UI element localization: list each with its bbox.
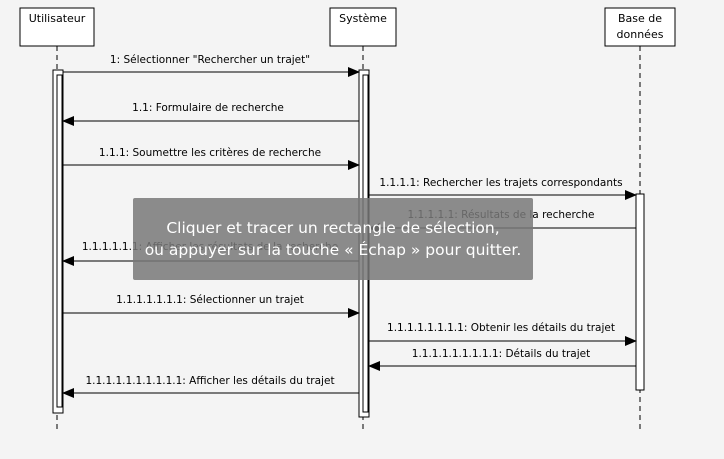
message-1-1-1-1: 1.1.1.1: Rechercher les trajets correspo…: [369, 177, 637, 200]
message-1-1-label: 1.1: Formulaire de recherche: [132, 102, 284, 114]
message-1-1-1-1-1-1-1-1-1-label: 1.1.1.1.1.1.1.1.1: Détails du trajet: [412, 348, 590, 360]
message-1-1-1-1-1-1-1-1: 1.1.1.1.1.1.1.1: Obtenir les détails du …: [369, 322, 637, 346]
message-1-1: 1.1: Formulaire de recherche: [62, 102, 359, 126]
message-1-1-1-1-1-1-1-1-1-1-label: 1.1.1.1.1.1.1.1.1.1: Afficher les détail…: [85, 375, 334, 387]
message-1-1-1-1-1-1-1-label: 1.1.1.1.1.1.1: Sélectionner un trajet: [116, 294, 304, 306]
participant-user-label: Utilisateur: [29, 12, 86, 25]
participant-db-label-line1: Base de: [618, 12, 662, 25]
message-1-1-1: 1.1.1: Soumettre les critères de recherc…: [63, 147, 360, 170]
message-1: 1: Sélectionner "Rechercher un trajet": [63, 54, 360, 77]
participant-db: Base de données: [604, 7, 676, 47]
participant-user: Utilisateur: [19, 7, 95, 47]
activation-db: [635, 193, 645, 391]
participant-system-label: Système: [339, 12, 387, 25]
selection-hint-overlay: Cliquer et tracer un rectangle de sélect…: [133, 198, 533, 280]
participant-db-label-line2: données: [617, 28, 664, 41]
selection-hint-line2: ou appuyer sur la touche « Échap » pour …: [144, 241, 522, 259]
message-1-1-1-1-1-1-1-1-label: 1.1.1.1.1.1.1.1: Obtenir les détails du …: [387, 322, 615, 334]
message-1-label: 1: Sélectionner "Rechercher un trajet": [110, 54, 310, 66]
activation-user-inner: [56, 74, 63, 408]
selection-hint-line1: Cliquer et tracer un rectangle de sélect…: [166, 219, 500, 237]
message-1-1-1-1-label: 1.1.1.1: Rechercher les trajets correspo…: [379, 177, 622, 189]
message-1-1-1-1-1-1-1: 1.1.1.1.1.1.1: Sélectionner un trajet: [63, 294, 360, 318]
participant-system: Système: [329, 7, 397, 47]
message-1-1-1-1-1-1-1-1-1-1: 1.1.1.1.1.1.1.1.1.1: Afficher les détail…: [62, 375, 359, 398]
message-1-1-1-label: 1.1.1: Soumettre les critères de recherc…: [99, 147, 321, 159]
message-1-1-1-1-1-1-1-1-1: 1.1.1.1.1.1.1.1.1: Détails du trajet: [368, 348, 636, 371]
